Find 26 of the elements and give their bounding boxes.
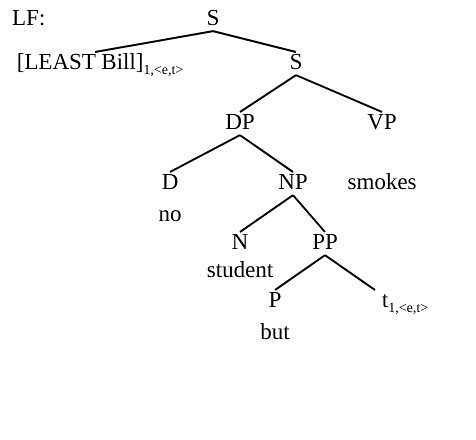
tree-branch: [94, 30, 214, 53]
node-label: PP: [312, 230, 338, 254]
tree-branch: [170, 134, 240, 173]
node-label: DP: [225, 110, 255, 134]
tree-label: LF:: [12, 6, 46, 30]
tree-branch: [324, 254, 376, 291]
tree-branch: [292, 194, 326, 233]
node-label: [LEAST Bill]$_{1,<e,t>}$: [16, 50, 184, 74]
node-label: VP: [367, 110, 397, 134]
node-label: S: [290, 50, 302, 74]
node-label: S: [206, 6, 220, 30]
word-label: no: [158, 202, 182, 226]
node-label: D: [162, 170, 178, 194]
node-label: NP: [278, 170, 308, 194]
tree-branch: [239, 134, 294, 173]
node-label: t$_{1,<e,t>}$: [382, 288, 428, 312]
tree-branch: [274, 254, 326, 291]
tree-branch: [212, 30, 296, 53]
word-label: but: [260, 320, 290, 344]
tree-branch: [296, 74, 382, 113]
word-label: student: [206, 258, 274, 282]
node-label: P: [268, 288, 282, 312]
node-label: N: [232, 230, 248, 254]
tree-branch: [239, 194, 294, 233]
tree-branch: [239, 74, 297, 113]
word-label: smokes: [348, 170, 416, 194]
